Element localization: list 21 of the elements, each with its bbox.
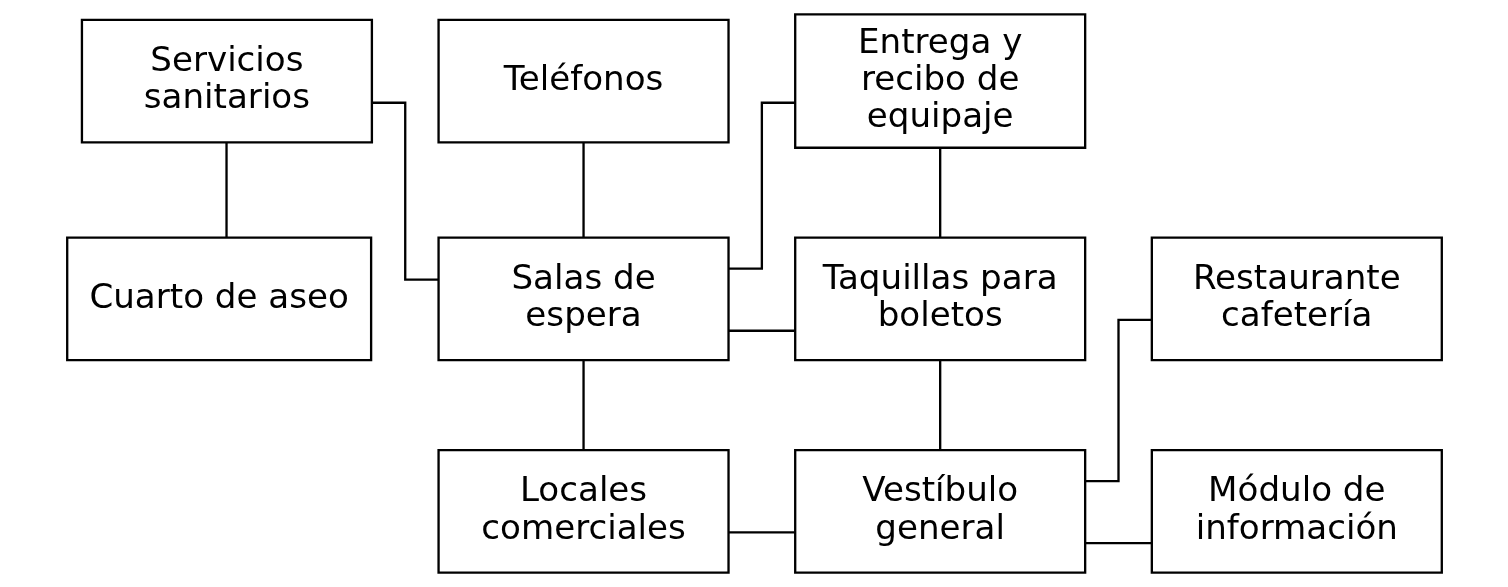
connector	[581, 142, 585, 238]
node-box: Salas de espera	[436, 236, 730, 362]
connector	[371, 101, 438, 281]
node-box: Restaurante cafetería	[1150, 236, 1443, 362]
node-box: Entrega y recibo de equipaje	[793, 13, 1086, 149]
node-box: Servicios sanitarios	[80, 18, 373, 144]
connector	[728, 101, 795, 270]
node-box: Cuarto de aseo	[65, 236, 372, 362]
connector	[938, 148, 941, 238]
node-box: Locales comerciales	[436, 448, 730, 574]
connector	[728, 531, 795, 534]
node-box: Taquillas para boletos	[793, 236, 1086, 362]
connector	[224, 142, 228, 238]
node-box: Módulo de información	[1150, 448, 1443, 574]
connector	[938, 360, 941, 451]
node-box: Teléfonos	[436, 18, 730, 144]
connector	[581, 360, 585, 451]
connector	[1084, 541, 1151, 545]
connector	[728, 329, 795, 332]
node-box: Vestíbulo general	[793, 448, 1086, 574]
connector	[1084, 318, 1152, 483]
